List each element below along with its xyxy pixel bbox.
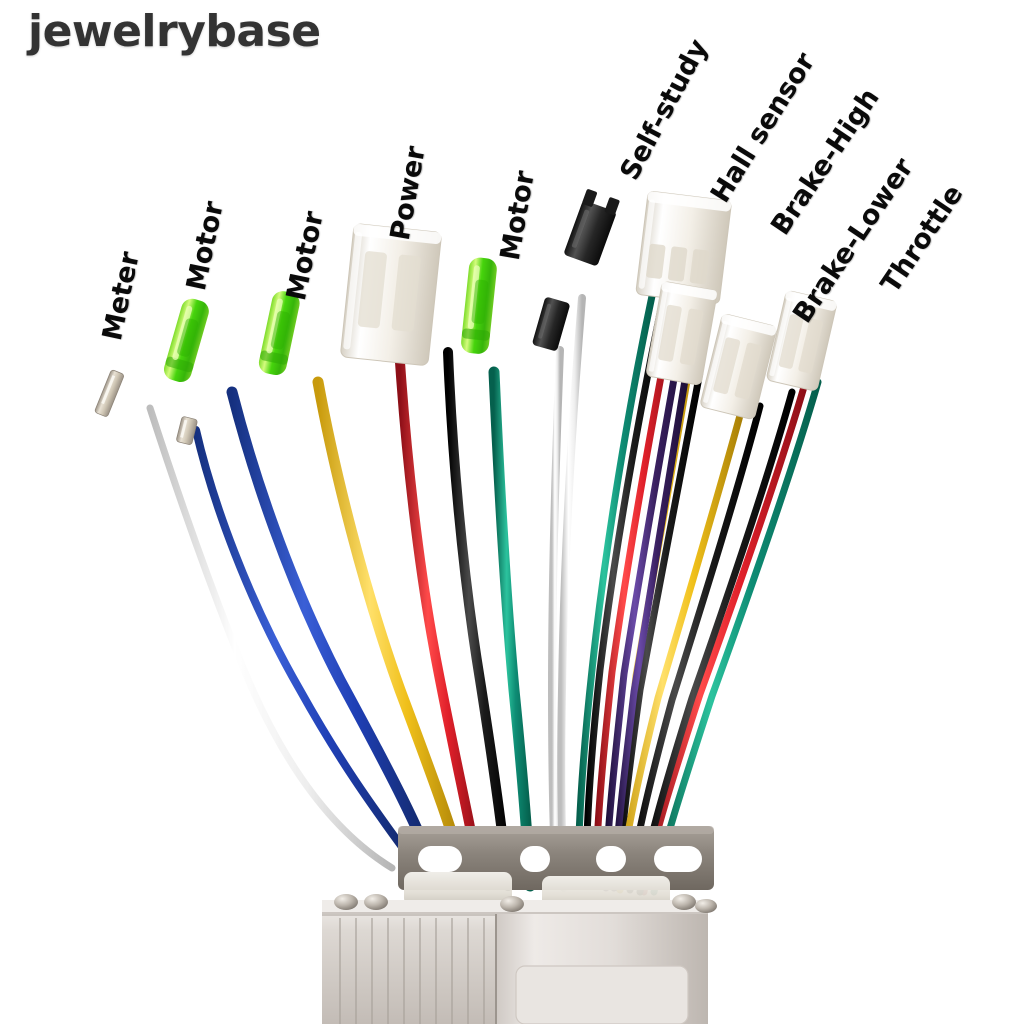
bullet-connector-green-blue: [163, 298, 209, 382]
connectors: [94, 189, 837, 445]
bullet-connector-green-yellow: [258, 291, 300, 376]
heatsink-fins: [339, 918, 485, 1024]
brake-high-connector: [646, 281, 718, 385]
wire-motor-yellow: [312, 376, 472, 888]
bullet-connector-green-teal: [461, 257, 497, 354]
wire-meter-white: [146, 404, 396, 872]
hall-sensor-connector: [635, 191, 732, 305]
spade-terminal-b: [176, 416, 198, 445]
wire-motor-blue: [226, 386, 444, 886]
wire-meter-blue: [192, 426, 424, 876]
spade-terminal-a: [94, 369, 124, 417]
power-connector-white: [340, 223, 442, 366]
brake-lower-connector: [700, 313, 777, 420]
throttle-connector: [766, 290, 837, 391]
controller-body: [322, 826, 717, 1024]
faceplate-label: [515, 965, 689, 1024]
selfstudy-connector-lower: [532, 297, 570, 351]
selfstudy-connector-upper: [564, 189, 620, 266]
case-screws: [334, 894, 717, 913]
watermark-jewelrybase: jewelrybase: [28, 6, 321, 57]
